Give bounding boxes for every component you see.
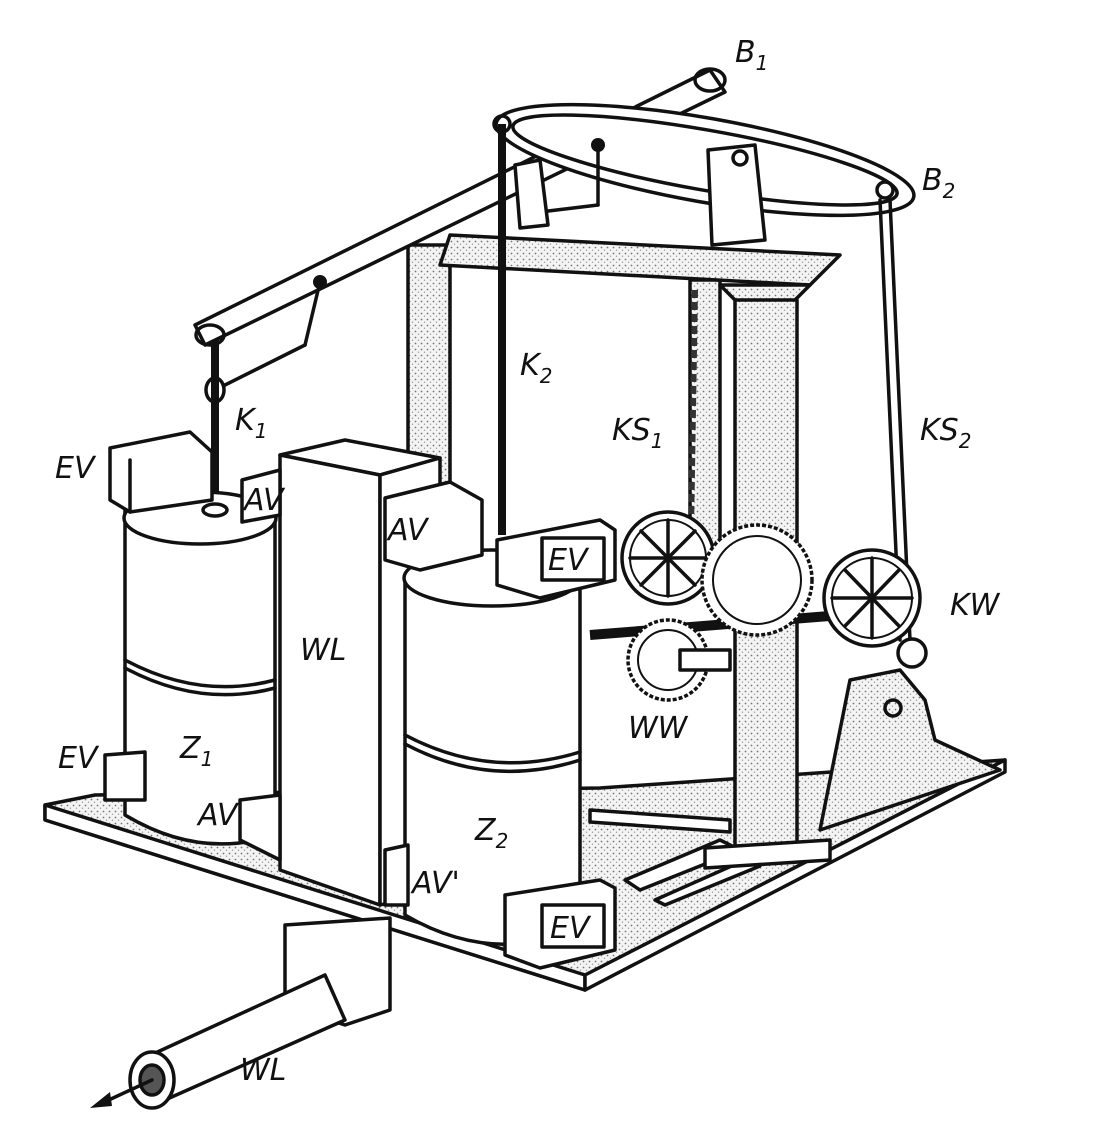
label-ev-bottom-left: EV <box>58 741 100 776</box>
label-av-top-left: AV <box>242 483 286 518</box>
label-av-top-center: AV <box>386 513 430 548</box>
cylinder-z1 <box>122 490 278 846</box>
label-k1: K1 <box>235 403 267 443</box>
label-wl-column: WL <box>300 633 346 668</box>
label-kw: KW <box>950 588 1001 623</box>
label-av-bottom-left: AV <box>196 798 240 833</box>
label-av-bottom-center: AV' <box>410 866 460 901</box>
outlet-pipe <box>90 916 392 1110</box>
label-ww: WW <box>628 711 689 746</box>
label-ks1: KS1 <box>612 413 663 453</box>
beam-b2 <box>492 102 916 247</box>
valve-boxes <box>103 430 617 970</box>
label-b1: B1 <box>735 35 768 75</box>
label-z1: Z1 <box>179 731 213 771</box>
label-ev-bottom-right: EV <box>550 911 592 946</box>
label-z2: Z2 <box>474 813 508 853</box>
label-ks2: KS2 <box>920 413 971 453</box>
label-k2: K2 <box>520 348 552 388</box>
label-b2: B2 <box>922 163 955 203</box>
label-ev-top-right: EV <box>548 543 590 578</box>
gear-train <box>589 510 928 702</box>
labels: B1 B2 K2 K1 KS1 KS2 KW WW EV AV AV EV WL… <box>55 35 1001 1088</box>
label-ev-top-left: EV <box>55 451 97 486</box>
label-wl-pipe: WL <box>240 1053 286 1088</box>
